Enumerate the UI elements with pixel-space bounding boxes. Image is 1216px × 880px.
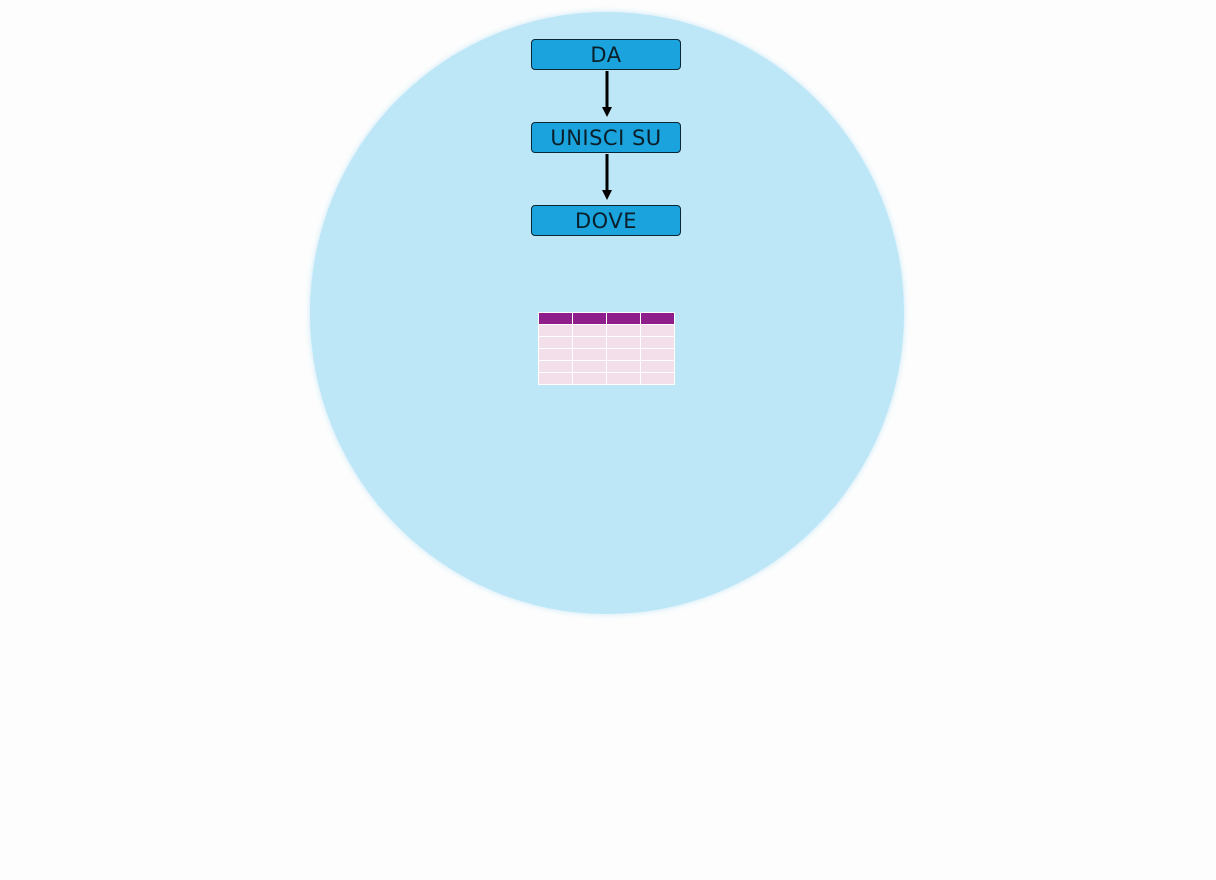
table-icon-cell [640,348,675,361]
table-icon-cell [606,348,641,361]
table-icon-row [538,324,675,337]
step-da: DA [531,39,681,70]
table-icon [538,312,675,385]
table-icon-cell [572,348,607,361]
table-icon-cell [640,336,675,349]
table-icon-cell [572,372,607,385]
table-icon-cell [538,348,573,361]
table-icon-header-cell [640,312,675,325]
table-icon-header-cell [606,312,641,325]
table-icon-header-row [538,312,675,325]
table-icon-cell [538,360,573,373]
table-icon-cell [640,372,675,385]
table-icon-header-cell [572,312,607,325]
table-icon-row [538,336,675,349]
table-icon-header-cell [538,312,573,325]
table-icon-cell [606,336,641,349]
table-icon-cell [606,372,641,385]
table-icon-cell [572,336,607,349]
table-icon-cell [538,324,573,337]
table-icon-row [538,372,675,385]
table-icon-cell [606,360,641,373]
step-unisci-su: UNISCI SU [531,122,681,153]
step-dove: DOVE [531,205,681,236]
table-icon-cell [572,360,607,373]
table-icon-row [538,360,675,373]
table-icon-row [538,348,675,361]
table-icon-cell [640,324,675,337]
table-icon-cell [538,336,573,349]
table-icon-cell [640,360,675,373]
table-icon-cell [606,324,641,337]
table-icon-cell [538,372,573,385]
table-icon-cell [572,324,607,337]
